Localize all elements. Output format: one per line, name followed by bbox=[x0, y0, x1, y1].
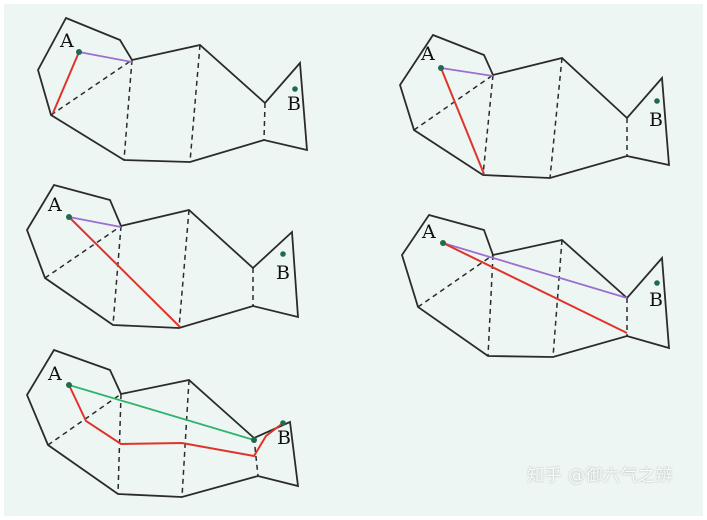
fold-line bbox=[50, 59, 133, 116]
fold-line bbox=[413, 74, 494, 131]
net-figure-1: A B bbox=[37, 16, 308, 163]
point-a-label: A bbox=[59, 30, 74, 52]
purple-path bbox=[440, 67, 494, 77]
red-path bbox=[442, 242, 628, 334]
net-figure-2: A B bbox=[399, 33, 670, 179]
fold-line bbox=[47, 393, 122, 446]
fold-line bbox=[549, 57, 563, 179]
red-path bbox=[68, 216, 181, 328]
fold-line bbox=[178, 209, 190, 329]
point-a-label: A bbox=[421, 221, 436, 243]
point-b-marker bbox=[280, 420, 286, 426]
fold-line bbox=[112, 225, 122, 326]
fold-line bbox=[44, 225, 122, 279]
fold-line bbox=[117, 393, 122, 495]
fold-line bbox=[263, 102, 266, 141]
fold-line bbox=[123, 59, 133, 161]
point-a-marker bbox=[438, 65, 444, 71]
net-figure-4: A B bbox=[401, 213, 670, 358]
point-a-marker bbox=[66, 214, 72, 220]
purple-path bbox=[78, 51, 133, 63]
red-folded-path bbox=[68, 384, 284, 458]
fold-line bbox=[487, 254, 494, 357]
watermark: 知乎 @御六气之辨 bbox=[527, 466, 673, 486]
red-path bbox=[52, 51, 80, 114]
net-figure-5: A B bbox=[25, 348, 300, 498]
point-b-label: B bbox=[287, 93, 301, 115]
point-b-marker bbox=[280, 251, 286, 257]
fold-line bbox=[253, 437, 259, 477]
net-outline bbox=[26, 183, 299, 329]
point-a-marker bbox=[76, 49, 82, 55]
point-a-label: A bbox=[47, 363, 62, 385]
point-b-marker bbox=[654, 280, 660, 286]
red-path bbox=[440, 67, 485, 175]
fold-line bbox=[181, 379, 190, 498]
point-b-label: B bbox=[649, 109, 663, 131]
point-b-label: B bbox=[649, 289, 663, 311]
point-a-label: A bbox=[47, 194, 62, 216]
fold-line bbox=[417, 254, 494, 308]
point-b-marker bbox=[654, 98, 660, 104]
net-outline bbox=[399, 33, 670, 179]
green-path bbox=[68, 384, 255, 441]
point-a-marker bbox=[440, 240, 446, 246]
point-b-label: B bbox=[277, 427, 291, 449]
point-b-marker bbox=[292, 86, 298, 92]
fold-point-marker bbox=[251, 437, 257, 443]
purple-path bbox=[68, 216, 122, 228]
purple-path bbox=[442, 242, 628, 299]
fold-line bbox=[189, 44, 201, 163]
point-b-label: B bbox=[276, 262, 290, 284]
point-a-label: A bbox=[420, 43, 435, 65]
net-outline bbox=[401, 213, 670, 358]
net-figure-3: A B bbox=[26, 183, 299, 329]
net-outline bbox=[37, 16, 308, 163]
fold-line bbox=[482, 74, 494, 176]
point-a-marker bbox=[66, 382, 72, 388]
